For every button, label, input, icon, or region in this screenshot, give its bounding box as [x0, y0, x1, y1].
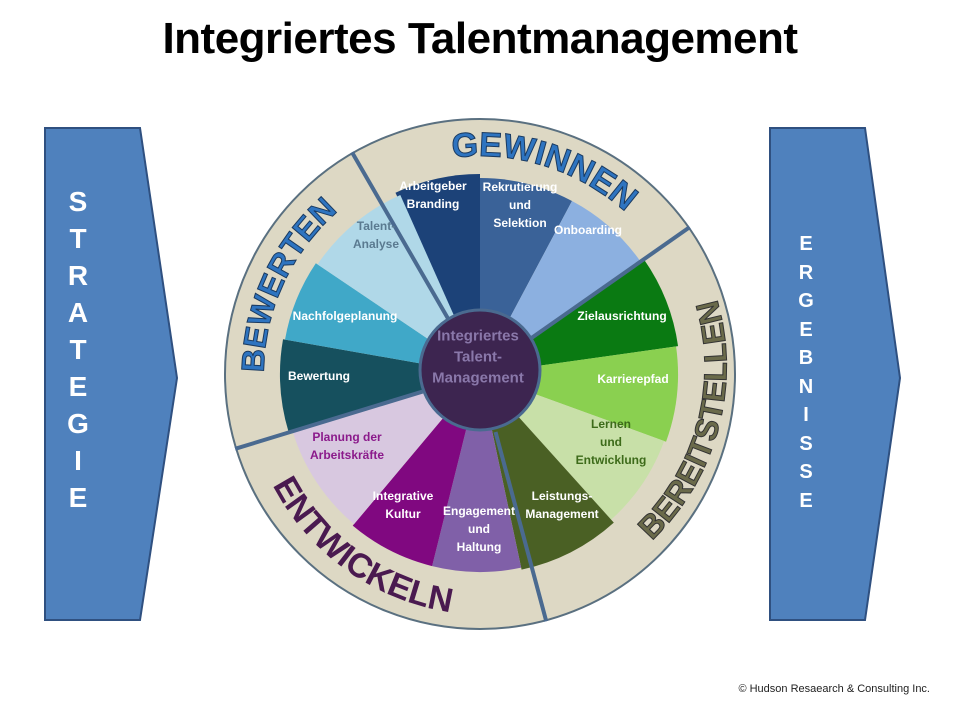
wedge-label: Engagement und Haltung: [442, 504, 516, 554]
wedge-label: Rekrutierung und Selektion: [482, 180, 558, 230]
strategie-label: S T R A T E G I E: [67, 186, 89, 513]
phase-divider-line: [350, 151, 452, 324]
copyright: © Hudson Resaearch & Consulting Inc.: [738, 683, 930, 695]
wedge-label: Arbeitgeber Branding: [399, 179, 467, 211]
ergebnisse-label: E R G E B N I S S E: [798, 233, 814, 512]
wedge-label: Onboarding: [554, 223, 622, 237]
wedge-label: Nachfolgeplanung: [292, 309, 398, 323]
wedge-label: Leistungs- Management: [525, 489, 599, 521]
strategie-arrow: [44, 127, 179, 621]
phase-dividers: [234, 151, 691, 622]
wedge-label: Talent- Analyse: [352, 219, 400, 251]
wedge-label: Lernen und Entwicklung: [575, 417, 647, 467]
page-title: Integriertes Talentmanagement: [162, 14, 798, 63]
wedge-9: [292, 374, 480, 525]
wedge-label: Karrierepfad: [597, 372, 669, 386]
phase-divider-line: [493, 431, 549, 622]
hub-label: Integriertes Talent- Management: [432, 327, 524, 387]
wedge-label: Bewertung: [287, 369, 351, 383]
wedge-label: Zielausrichtung: [577, 309, 667, 323]
phase-divider-line: [528, 225, 691, 342]
wedge-label: Planung der Arbeitskräfte: [309, 430, 385, 462]
wedge-10: [280, 339, 480, 433]
wedge-label: Integrative Kultur: [372, 489, 434, 521]
hub-circle: [418, 308, 542, 432]
phase-divider-line: [234, 389, 424, 451]
wedge-6: [480, 374, 614, 570]
ergebnisse-arrow: [769, 127, 902, 621]
wedge-7: [432, 374, 522, 572]
